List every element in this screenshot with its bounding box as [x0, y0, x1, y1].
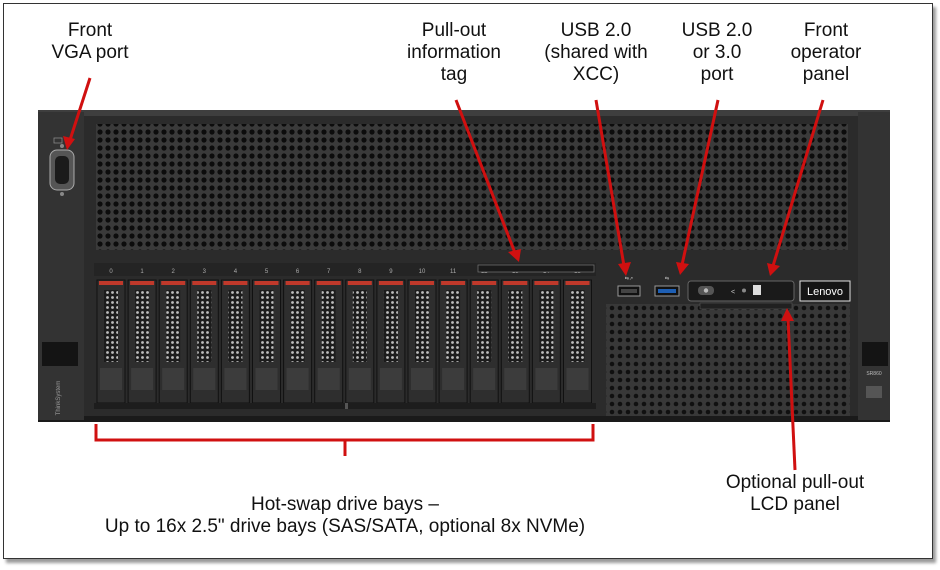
drive-latch[interactable]: [285, 281, 310, 285]
drive-bay[interactable]: [469, 279, 499, 404]
label-hot-swap-drive-bays: Hot-swap drive bays – Up to 16x 2.5" dri…: [104, 494, 586, 537]
label-optional-lcd-panel: Optional pull-out LCD panel: [725, 472, 865, 515]
drive-latch[interactable]: [503, 281, 528, 285]
bay-number: 7: [327, 269, 331, 275]
usb-icon: ⇆: [665, 276, 669, 282]
drive-latch[interactable]: [192, 281, 217, 285]
drive-latch[interactable]: [347, 281, 372, 285]
drive-latch[interactable]: [99, 281, 123, 285]
drive-latch[interactable]: [161, 281, 186, 285]
label-front-operator-panel: Front operator panel: [790, 20, 862, 85]
bay-number: 6: [296, 269, 300, 275]
drive-bay[interactable]: [563, 279, 592, 404]
bay-number: 11: [450, 269, 457, 275]
right-rack-ear: [858, 112, 890, 420]
drive-latch[interactable]: [441, 281, 466, 285]
drive-latch[interactable]: [378, 281, 403, 285]
drive-bays: [96, 279, 592, 404]
drive-latch[interactable]: [410, 281, 434, 285]
bay-number: 9: [389, 269, 393, 275]
drive-bay[interactable]: [345, 279, 375, 404]
usb-xcc-icon: ⇆↗: [625, 276, 633, 282]
vga-port[interactable]: [49, 144, 75, 196]
callouts: [63, 77, 825, 471]
bay-number: 8: [358, 269, 362, 275]
pull-out-information-tag[interactable]: [477, 264, 595, 273]
drive-bay[interactable]: [96, 279, 126, 404]
drive-latch[interactable]: [565, 281, 590, 285]
bay-number: 3: [203, 269, 207, 275]
lower-vent-grille: [606, 304, 850, 416]
drive-latch[interactable]: [223, 281, 248, 285]
drive-latch[interactable]: [130, 281, 155, 285]
usb-2-shared-port[interactable]: [617, 285, 641, 297]
drive-bay[interactable]: [189, 279, 219, 404]
drive-bay[interactable]: [407, 279, 437, 404]
bay-number: 1: [140, 269, 144, 275]
model-label-sticker: [866, 386, 882, 398]
lcd-panel-handle[interactable]: [699, 302, 793, 310]
label-pull-out-information-tag: Pull-out information tag: [407, 20, 501, 85]
usb-3-port[interactable]: [654, 285, 680, 297]
drive-latch[interactable]: [534, 281, 559, 285]
drive-bay[interactable]: [500, 279, 530, 404]
bay-number-strip: [94, 263, 596, 276]
drive-bay[interactable]: [127, 279, 157, 404]
label-front-vga-port: Front VGA port: [51, 20, 129, 63]
bay-number: 5: [265, 269, 269, 275]
drive-latch[interactable]: [316, 281, 341, 285]
bay-number: 10: [419, 269, 426, 275]
drive-bay[interactable]: [283, 279, 313, 404]
drive-bay[interactable]: [531, 279, 561, 404]
drive-bay[interactable]: [314, 279, 344, 404]
svg-text:<: <: [731, 289, 735, 296]
label-usb-2-shared: USB 2.0 (shared with XCC): [544, 20, 648, 85]
bay-number: 4: [234, 269, 238, 275]
side-brand-text: ThinkSystem: [56, 381, 62, 416]
drive-bay[interactable]: [220, 279, 250, 404]
bay-number: 2: [172, 269, 176, 275]
bay-number: 0: [109, 269, 113, 275]
drive-bay[interactable]: [252, 279, 281, 404]
vga-icon: [53, 137, 63, 144]
lenovo-logo: [799, 280, 851, 302]
drive-bay[interactable]: [158, 279, 188, 404]
front-operator-panel[interactable]: <: [687, 280, 795, 302]
drive-latch[interactable]: [472, 281, 497, 285]
drive-bay[interactable]: [438, 279, 468, 404]
drive-bay[interactable]: [376, 279, 406, 404]
model-text: SR860: [866, 371, 882, 377]
lenovo-logo-text: Lenovo: [807, 286, 843, 298]
drive-latch[interactable]: [254, 281, 279, 285]
label-usb-2-or-3-port: USB 2.0 or 3.0 port: [681, 20, 753, 85]
